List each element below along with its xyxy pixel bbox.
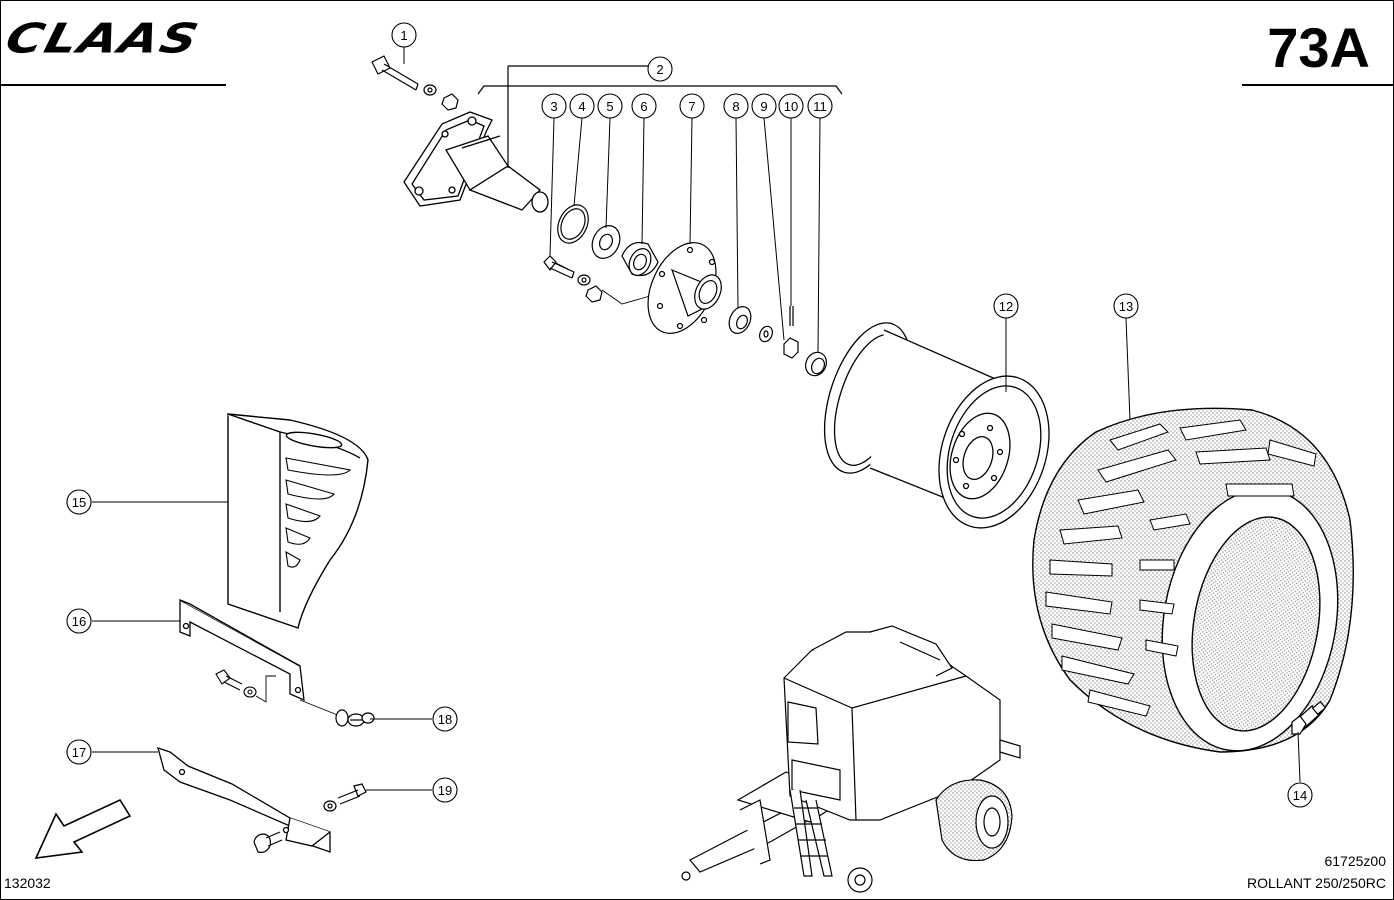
header-rule-right — [1242, 84, 1394, 86]
callout-label: 19 — [438, 783, 452, 798]
hub-components — [543, 204, 827, 377]
bolt-part-1 — [371, 55, 459, 111]
callout-label: 7 — [688, 99, 695, 114]
bolt-part-19 — [253, 783, 367, 853]
callout-10: 10 — [778, 93, 804, 119]
callout-14: 14 — [1287, 782, 1313, 808]
strut-part-17 — [157, 746, 331, 853]
callout-6: 6 — [631, 93, 657, 119]
callout-13: 13 — [1113, 293, 1139, 319]
callout-label: 10 — [784, 99, 798, 114]
callout-label: 17 — [72, 745, 86, 760]
bolt-washer-set — [215, 669, 276, 703]
callout-11: 11 — [807, 93, 833, 119]
tyre-part-13 — [1032, 407, 1354, 753]
wheel-rim-part-12 — [823, 322, 1050, 529]
leader-lines — [92, 47, 1301, 791]
wing-nut-part-18 — [299, 699, 375, 727]
callout-1: 1 — [391, 22, 417, 48]
callout-7: 7 — [679, 93, 705, 119]
hub-part-7 — [647, 242, 722, 334]
callout-label: 16 — [72, 614, 86, 629]
callout-label: 8 — [732, 99, 739, 114]
callout-12: 12 — [993, 293, 1019, 319]
callout-label: 11 — [813, 99, 827, 114]
group-bracket — [477, 65, 843, 168]
callout-19: 19 — [432, 777, 458, 803]
callout-17: 17 — [66, 739, 92, 765]
callout-label: 12 — [999, 299, 1013, 314]
callout-label: 14 — [1293, 788, 1307, 803]
callout-label: 6 — [640, 99, 647, 114]
callout-5: 5 — [597, 93, 623, 119]
bracket-part-16 — [179, 598, 305, 702]
callout-4: 4 — [569, 93, 595, 119]
page-number: 73A — [1267, 16, 1370, 79]
callout-2: 2 — [647, 56, 673, 82]
callout-16: 16 — [66, 608, 92, 634]
callout-label: 18 — [438, 712, 452, 727]
callout-label: 5 — [606, 99, 613, 114]
callout-8: 8 — [723, 93, 749, 119]
callout-15: 15 — [66, 489, 92, 515]
callout-label: 9 — [760, 99, 767, 114]
valve-part-14 — [1291, 700, 1327, 735]
callout-3: 3 — [541, 93, 567, 119]
callout-label: 4 — [578, 99, 585, 114]
model-name: ROLLANT 250/250RC — [1246, 875, 1386, 891]
direction-arrow-icon — [34, 798, 132, 859]
callout-label: 3 — [550, 99, 557, 114]
sheet-number: 132032 — [4, 875, 51, 891]
callout-label: 2 — [656, 62, 663, 77]
callout-label: 13 — [1119, 299, 1133, 314]
callout-label: 15 — [72, 495, 86, 510]
wheel-stud-part-3 — [543, 255, 575, 279]
callout-18: 18 — [432, 706, 458, 732]
header-rule-left — [0, 84, 226, 86]
callout-9: 9 — [751, 93, 777, 119]
baler-overview-illustration — [681, 625, 1021, 893]
callout-label: 1 — [400, 28, 407, 43]
mudguard-part-15 — [227, 413, 369, 629]
callouts: 1 2 3 4 5 6 7 — [66, 22, 1313, 808]
axle-stub-part-2 — [403, 111, 549, 213]
drawing-code: 61725z00 — [1324, 853, 1386, 869]
